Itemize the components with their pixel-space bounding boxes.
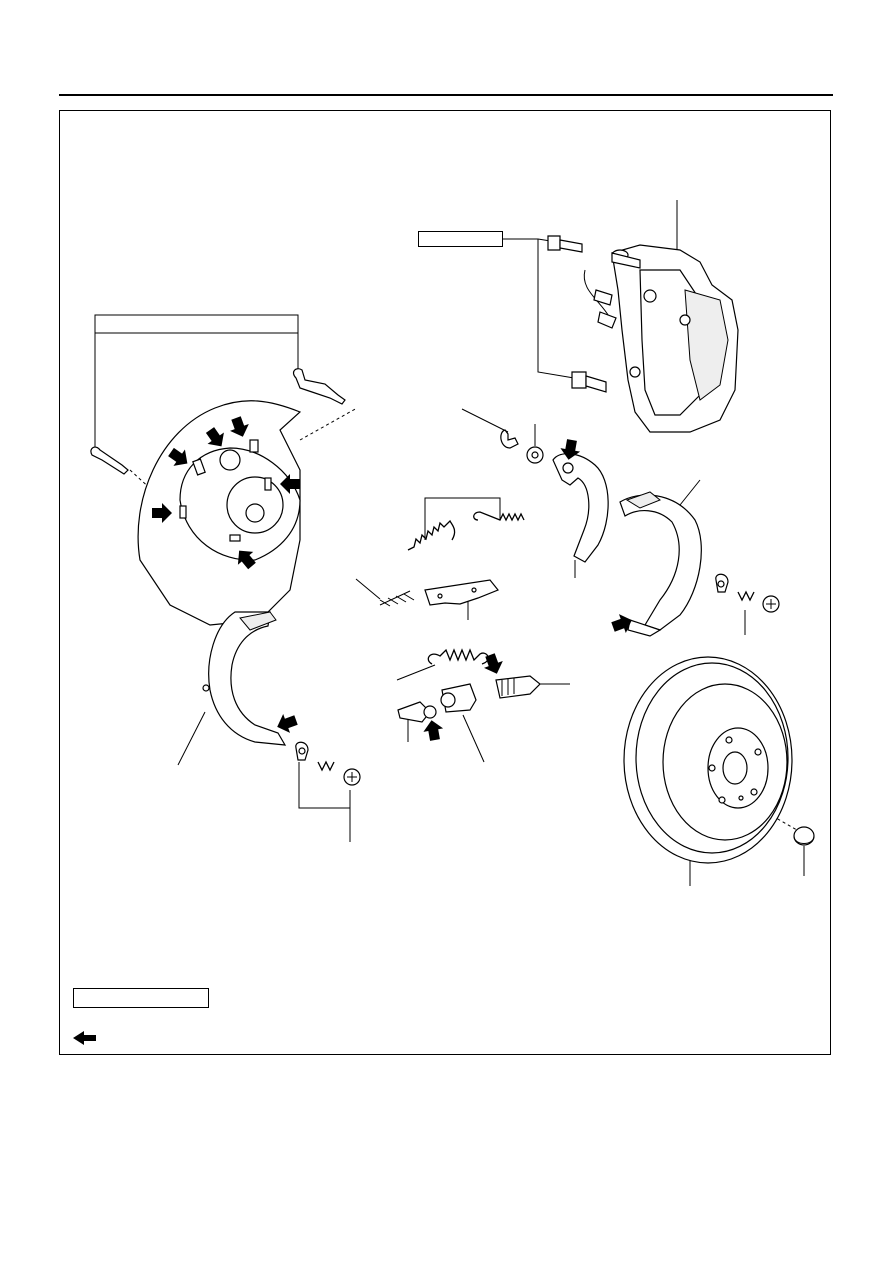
hold-down-pins bbox=[379, 590, 415, 607]
brake-disc bbox=[623, 656, 793, 864]
grease-arrow-icon bbox=[280, 474, 300, 494]
hold-down-set-left bbox=[295, 741, 361, 786]
grease-arrow-icon bbox=[484, 653, 503, 674]
header-rule bbox=[59, 94, 833, 96]
parking-brake-lever bbox=[552, 453, 609, 563]
rear-brake-shoe bbox=[619, 491, 702, 637]
grease-arrows bbox=[152, 416, 632, 741]
grease-arrow-icon bbox=[277, 714, 298, 733]
grease-arrow-icon bbox=[205, 427, 224, 447]
shoe-return-springs bbox=[407, 511, 525, 551]
grease-arrow-icon bbox=[168, 447, 188, 466]
grease-arrow-icon bbox=[152, 503, 172, 523]
grease-arrow-icon bbox=[230, 416, 249, 437]
legend-box bbox=[73, 988, 209, 1008]
legend-arrow-row bbox=[73, 1030, 103, 1046]
grease-arrow-icon bbox=[560, 439, 581, 460]
clip-washer bbox=[500, 429, 544, 464]
grease-arrow-icon bbox=[611, 614, 632, 633]
apply-grease-arrow-icon bbox=[73, 1031, 96, 1045]
diagram-frame bbox=[59, 110, 831, 1055]
brake-caliper bbox=[583, 244, 739, 433]
front-brake-shoe bbox=[202, 611, 287, 746]
hold-down-set-right bbox=[715, 573, 780, 613]
caliper-bolts bbox=[547, 235, 607, 393]
grease-arrow-icon bbox=[423, 720, 444, 741]
grease-arrow-icon bbox=[237, 550, 256, 570]
torque-spec-box bbox=[418, 231, 503, 247]
cable-pins bbox=[90, 368, 346, 475]
hole-plug bbox=[793, 826, 815, 846]
adjuster-assembly bbox=[397, 648, 541, 723]
parking-brake-strut bbox=[424, 579, 499, 606]
